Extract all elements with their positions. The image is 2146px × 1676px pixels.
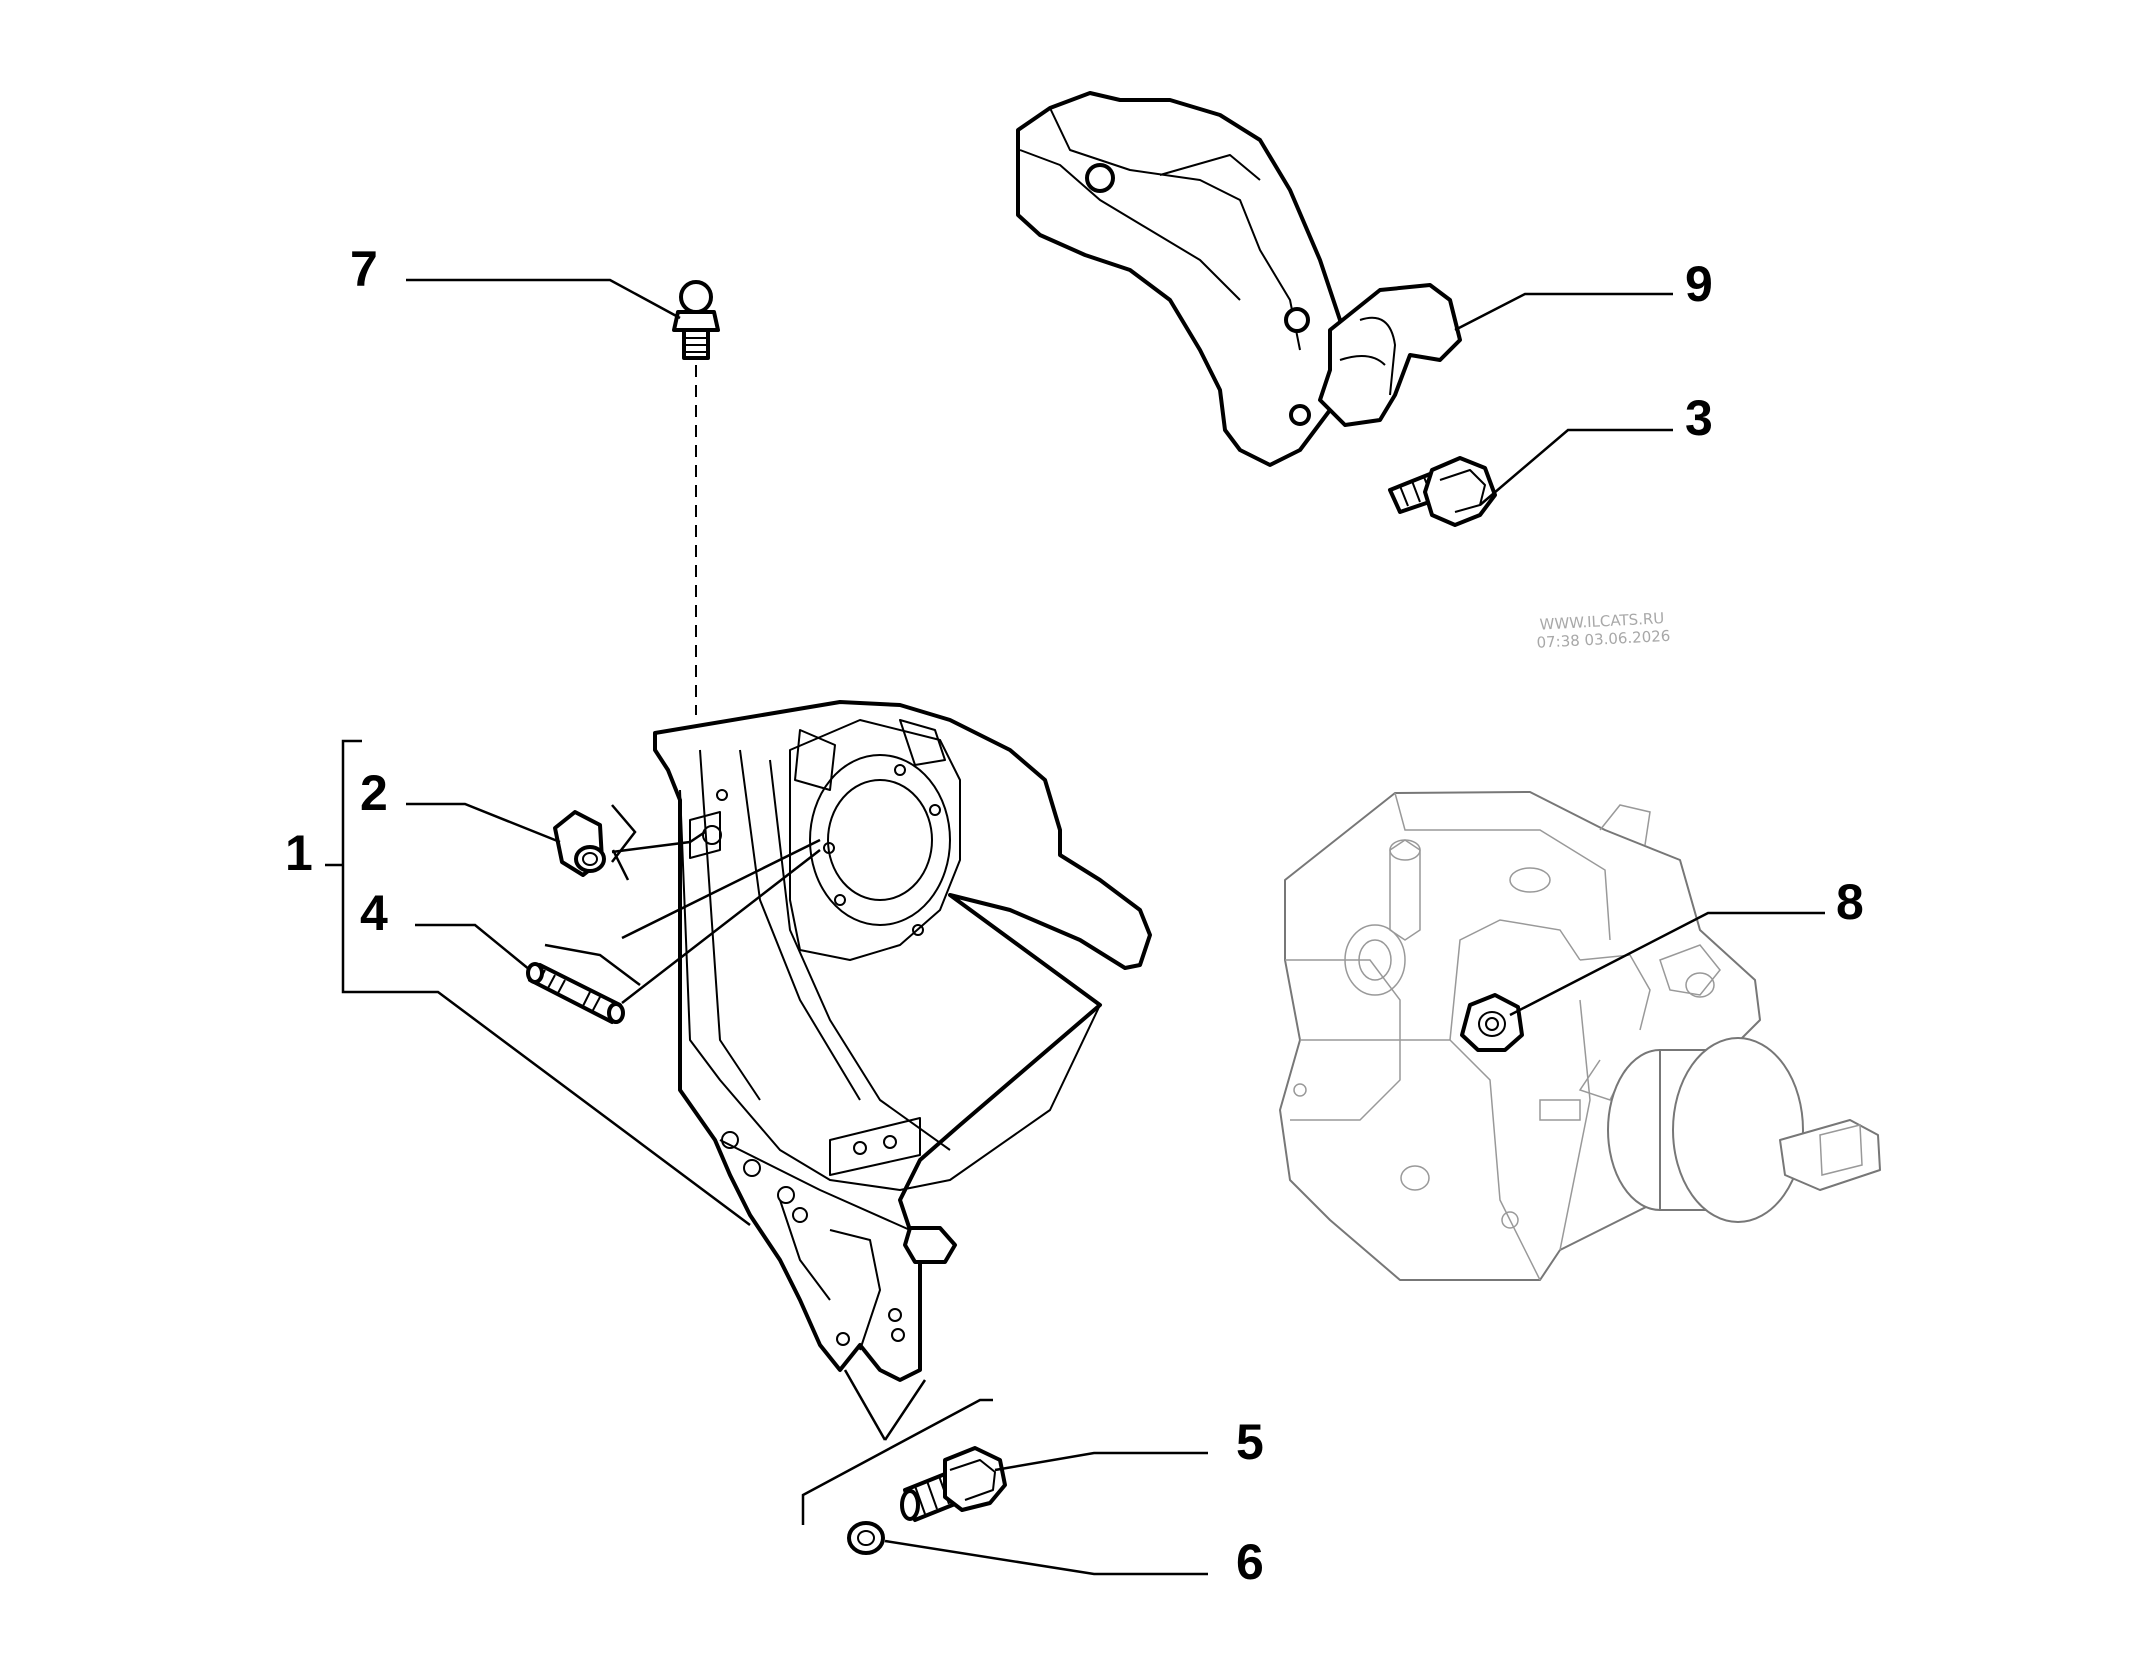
callout-4: 4 bbox=[360, 885, 388, 941]
injection-pump-reference bbox=[1279, 791, 1881, 1281]
part-2-bush[interactable] bbox=[553, 810, 606, 877]
callout-3: 3 bbox=[1685, 390, 1713, 446]
part-1-main-bracket[interactable] bbox=[653, 700, 1152, 1382]
callout-1: 1 bbox=[285, 825, 313, 881]
part-7-ball-stud[interactable] bbox=[672, 280, 720, 360]
part-9-bracket[interactable] bbox=[1016, 91, 1462, 467]
callout-9: 9 bbox=[1685, 256, 1713, 312]
part-8-nut[interactable] bbox=[1460, 993, 1524, 1052]
callout-5: 5 bbox=[1236, 1414, 1264, 1470]
callout-2: 2 bbox=[360, 765, 388, 821]
watermark: WWW.ILCATS.RU 07:38 03.06.2026 bbox=[1536, 609, 1671, 652]
callout-8: 8 bbox=[1836, 874, 1864, 930]
part-4-stud[interactable] bbox=[526, 962, 625, 1024]
callout-7: 7 bbox=[350, 241, 378, 297]
leader-lines bbox=[325, 278, 1825, 1576]
part-5-bolt[interactable] bbox=[900, 1446, 1007, 1522]
part-3-bolt[interactable] bbox=[1388, 456, 1497, 527]
part-6-washer[interactable] bbox=[847, 1521, 885, 1555]
callout-6: 6 bbox=[1236, 1534, 1264, 1590]
